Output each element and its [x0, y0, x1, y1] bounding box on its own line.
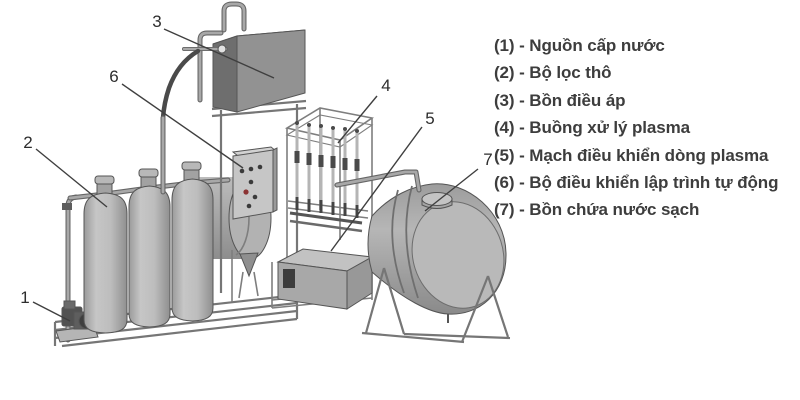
tank-ring	[391, 189, 405, 294]
legend-item-6: (6) - Bộ điều khiển lập trình tự động	[494, 173, 779, 193]
plasma-tube	[354, 129, 360, 218]
panel-button	[239, 168, 245, 174]
callout-number-4: 4	[381, 76, 390, 95]
callout-number-3: 3	[152, 12, 161, 31]
callout-leaders	[32, 28, 479, 322]
inlet-valve	[62, 203, 72, 210]
panel-button	[246, 203, 252, 209]
panel-button	[248, 179, 254, 185]
legend-item-3: (3) - Bồn điều áp	[494, 90, 626, 110]
tube-manifold	[289, 211, 363, 225]
panel-button	[257, 164, 263, 170]
driver-box-vent	[283, 269, 295, 288]
top-piping	[160, 1, 247, 195]
callout-labels: 1 2 3 4 5 6 7	[20, 12, 492, 307]
legend-item-7: (7) - Bồn chứa nước sạch	[494, 200, 700, 220]
tank-ring	[405, 185, 419, 299]
legend-item-2: (2) - Bộ lọc thô	[494, 63, 612, 83]
plasma-driver-box	[276, 248, 374, 310]
plasma-tube	[306, 123, 312, 212]
legend: (1) - Nguồn cấp nước (2) - Bộ lọc thô (3…	[494, 32, 778, 224]
callout-line-7	[424, 168, 479, 212]
callout-number-5: 5	[425, 109, 434, 128]
callout-line-3	[163, 28, 275, 79]
filter-columns	[83, 161, 214, 334]
callout-number-7: 7	[483, 150, 492, 169]
filter-column	[83, 175, 128, 334]
filter-column	[128, 168, 171, 328]
filter-column	[171, 161, 214, 322]
callout-line-1	[32, 301, 71, 322]
plasma-tubes	[294, 121, 360, 218]
legend-item-1: (1) - Nguồn cấp nước	[494, 36, 665, 55]
tank-stand	[361, 267, 511, 344]
legend-item-5: (5) - Mạch điều khiển dòng plasma	[494, 145, 769, 165]
callout-line-2	[35, 148, 108, 208]
panel-button	[248, 166, 254, 172]
clean-water-tank	[334, 169, 511, 344]
callout-number-6: 6	[109, 67, 118, 86]
panel-button-red	[243, 189, 249, 195]
flex-hose	[160, 48, 201, 121]
pressure-tank-front	[236, 29, 306, 113]
plasma-tube	[342, 127, 348, 216]
plc-control-panel	[231, 146, 278, 220]
plasma-tube	[318, 124, 324, 213]
panel-door	[232, 149, 274, 220]
callout-number-1: 1	[20, 288, 29, 307]
callout-number-2: 2	[23, 133, 32, 152]
callout-line-6	[121, 83, 244, 169]
callout-line-5	[330, 126, 423, 252]
driver-box-side	[346, 256, 373, 310]
plasma-tube	[294, 121, 300, 210]
plasma-tube	[330, 126, 336, 215]
pressure-tank	[212, 29, 306, 113]
buffer-tank-cone	[239, 252, 259, 278]
pipe-flange	[217, 44, 227, 54]
panel-button	[252, 194, 258, 200]
tank-manhole-cap	[421, 192, 453, 206]
callout-line-4	[337, 95, 378, 144]
legend-item-4: (4) - Buồng xử lý plasma	[494, 118, 690, 138]
